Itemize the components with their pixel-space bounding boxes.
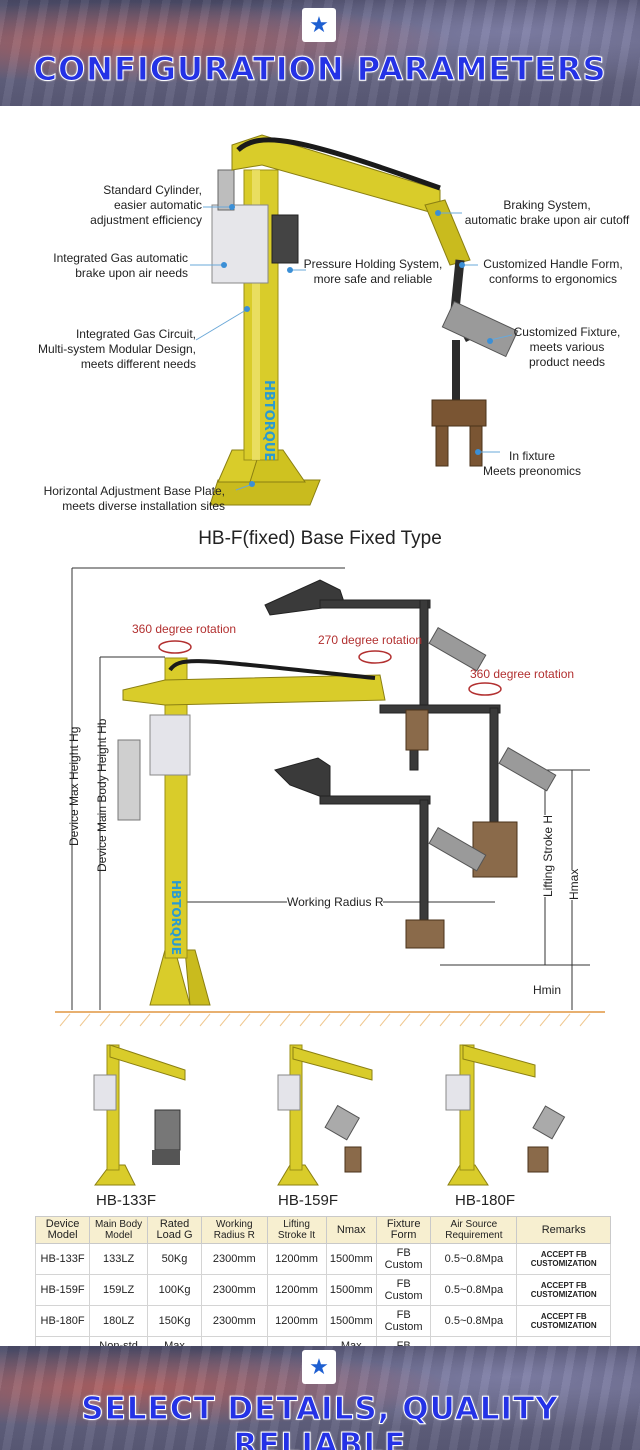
cell-air-source: 0.5~0.8Mpa: [430, 1274, 518, 1306]
label-hmax: Hmax: [567, 868, 581, 900]
header-lifting-stroke: Lifting Stroke It: [266, 1216, 327, 1244]
callout-fixture: Customized Fixture, meets various produc…: [513, 325, 621, 369]
rotation-label-forearm: 360 degree rotation: [470, 667, 575, 681]
cell-device-model: HB-133F: [34, 1243, 91, 1275]
column-brand-text: HBTORQUE: [261, 380, 276, 461]
cell-nmax: 1500mm: [325, 1305, 377, 1337]
label-hmin: Hmin: [533, 983, 562, 997]
callout-in-fixture: In fixture Meets preonomics: [482, 449, 582, 478]
callout-cylinder: Standard Cylinder, easier automatic adju…: [90, 183, 202, 227]
cell-rated-load: 100Kg: [146, 1274, 203, 1306]
header-air-source: Air Source Requirement: [430, 1216, 518, 1244]
dimension-diagram: HBTORQUE: [55, 567, 605, 1027]
label-lifting-stroke: Lifting Stroke H: [541, 814, 555, 897]
cell-nmax: 1500mm: [325, 1274, 377, 1306]
product-illustration: HBTORQUE: [190, 134, 519, 506]
label-body-height: Device Main Body Height Hb: [95, 718, 109, 872]
cell-lifting-stroke: 1200mm: [266, 1305, 327, 1337]
cell-working-radius: 2300mm: [201, 1305, 268, 1337]
cell-remarks: ACCEPT FB CUSTOMIZATION: [516, 1243, 611, 1275]
label-max-height: Device Max Height Hg: [67, 726, 81, 846]
diagram-title: HB-F(fixed) Base Fixed Type: [198, 528, 442, 549]
cell-device-model: HB-159F: [34, 1274, 91, 1306]
model-label-159f: HB-159F: [277, 1192, 339, 1209]
cell-rated-load: 50Kg: [146, 1243, 203, 1275]
cell-air-source: 0.5~0.8Mpa: [430, 1243, 518, 1275]
bottom-banner: ★ SELECT DETAILS, QUALITY RELIABLE: [0, 1346, 640, 1450]
header-remarks: Remarks: [516, 1216, 611, 1244]
header-fixture-form: Fixture Form: [375, 1216, 432, 1244]
cell-main-body: 133LZ: [89, 1243, 148, 1275]
model-label-180f: HB-180F: [454, 1192, 516, 1209]
cell-main-body: 180LZ: [89, 1305, 148, 1337]
callout-base-plate: Horizontal Adjustment Base Plate, meets …: [43, 484, 225, 513]
star-icon: ★: [302, 1350, 336, 1384]
cell-rated-load: 150Kg: [146, 1305, 203, 1337]
header-device-model: Device Model: [34, 1216, 91, 1244]
cell-device-model: HB-180F: [34, 1305, 91, 1337]
top-banner: ★ CONFIGURATION PARAMETERS: [0, 0, 640, 106]
cell-lifting-stroke: 1200mm: [266, 1243, 327, 1275]
cell-working-radius: 2300mm: [201, 1274, 268, 1306]
spec-table-header: Device Model Main Body Model Rated Load …: [34, 1216, 611, 1244]
rotation-label-column: 360 degree rotation: [132, 622, 237, 636]
cell-remarks: ACCEPT FB CUSTOMIZATION: [516, 1274, 611, 1306]
star-icon: ★: [302, 8, 336, 42]
callout-gas-circuit: Integrated Gas Circuit, Multi-system Mod…: [37, 327, 196, 371]
model-thumb-133f: [93, 1044, 186, 1186]
header-nmax: Nmax: [325, 1216, 377, 1244]
table-row: HB-180F 180LZ 150Kg 2300mm 1200mm 1500mm…: [34, 1305, 611, 1337]
cell-working-radius: 2300mm: [201, 1243, 268, 1275]
table-row: HB-159F 159LZ 100Kg 2300mm 1200mm 1500mm…: [34, 1274, 611, 1306]
cell-fixture-form: FB Custom: [375, 1305, 432, 1337]
callout-braking: Braking System, automatic brake upon air…: [464, 198, 630, 227]
rotation-label-arm: 270 degree rotation: [318, 633, 423, 647]
cell-fixture-form: FB Custom: [375, 1243, 432, 1275]
label-working-radius: Working Radius R: [287, 895, 384, 909]
cell-air-source: 0.5~0.8Mpa: [430, 1305, 518, 1337]
callout-pressure-holding: Pressure Holding System, more safe and r…: [303, 257, 443, 286]
diagram-column-brand: HBTORQUE: [169, 880, 183, 955]
header-rated-load: Rated Load G: [146, 1216, 203, 1244]
header-working-radius: Working Radius R: [201, 1216, 268, 1244]
cell-lifting-stroke: 1200mm: [266, 1274, 327, 1306]
model-thumb-180f: [445, 1044, 566, 1186]
cell-remarks: ACCEPT FB CUSTOMIZATION: [516, 1305, 611, 1337]
banner-title: CONFIGURATION PARAMETERS: [33, 50, 607, 89]
table-row: HB-133F 133LZ 50Kg 2300mm 1200mm 1500mm …: [34, 1243, 611, 1275]
cell-nmax: 1500mm: [325, 1243, 377, 1275]
cell-fixture-form: FB Custom: [375, 1274, 432, 1306]
banner-title: SELECT DETAILS, QUALITY RELIABLE: [81, 1391, 559, 1450]
model-thumbnails: [93, 1044, 566, 1186]
model-thumb-159f: [277, 1044, 373, 1186]
callout-handle: Customized Handle Form, conforms to ergo…: [483, 257, 623, 286]
callout-gas-brake: Integrated Gas automatic brake upon air …: [53, 251, 188, 280]
header-main-body-model: Main Body Model: [89, 1216, 148, 1244]
cell-main-body: 159LZ: [89, 1274, 148, 1306]
model-label-133f: HB-133F: [95, 1192, 157, 1209]
